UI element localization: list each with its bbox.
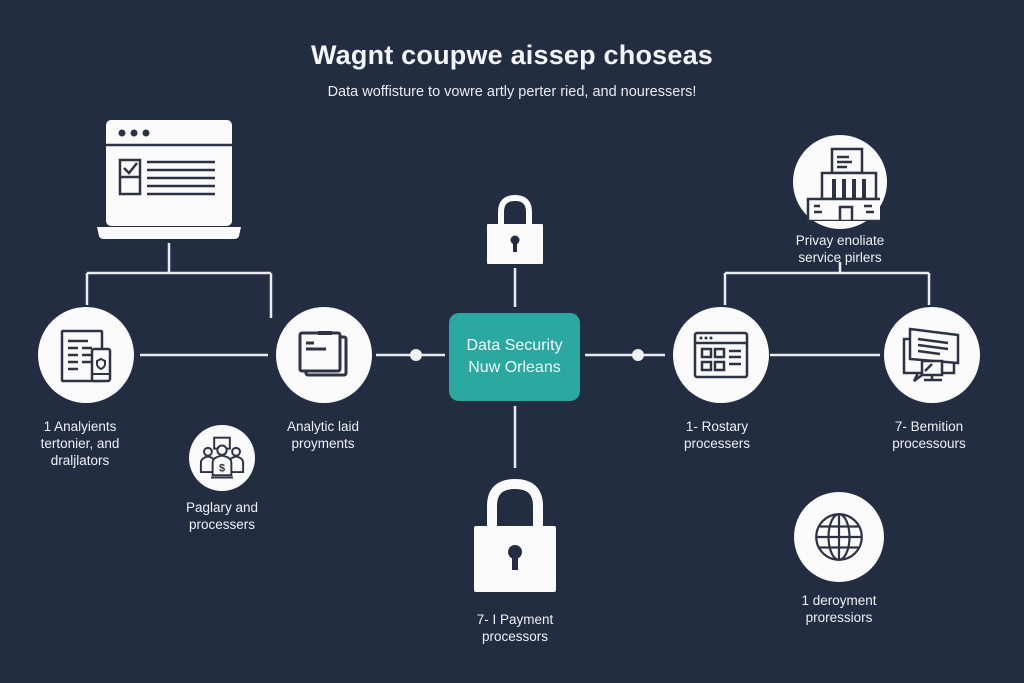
- people-money-icon: $: [199, 436, 245, 479]
- label-deployment: 1 deroyment proressiors: [801, 593, 877, 625]
- label-analytics: 1 Analyients tertonier, and draljlators: [40, 419, 120, 468]
- documents-icon: [298, 331, 348, 377]
- label-payment: 7- I Payment processors: [476, 612, 554, 644]
- node-documents[interactable]: [276, 307, 372, 403]
- monitor-docs-icon: [902, 327, 960, 382]
- node-privacy[interactable]: [793, 135, 887, 229]
- node-deployment[interactable]: [794, 492, 884, 582]
- node-payroll[interactable]: $: [189, 425, 255, 491]
- node-bemition[interactable]: [884, 307, 980, 403]
- padlock-icon-payment: [474, 478, 556, 592]
- hub-title-line1: Data Security: [466, 337, 563, 354]
- svg-text:$: $: [219, 462, 225, 474]
- connector-dot-left: [410, 349, 422, 361]
- globe-icon: [815, 513, 863, 561]
- label-payroll: Paglary and processers: [185, 500, 259, 532]
- hub-data-security[interactable]: Data Security Nuw Orleans: [449, 313, 580, 401]
- node-analytics[interactable]: [38, 307, 134, 403]
- diagram-subtitle: Data woffisture to vowre artly perter ri…: [327, 84, 697, 100]
- label-privacy: Privay enoliate service pirlers: [795, 233, 885, 265]
- building-icon: [806, 147, 880, 221]
- label-bemition: 7- Bemition processours: [892, 419, 966, 451]
- padlock-icon-top: [487, 194, 543, 264]
- label-documents: Analytic laid proyments: [286, 419, 360, 451]
- connector-dot-right: [632, 349, 644, 361]
- diagram-title: Wagnt coupwe aissep choseas: [310, 40, 713, 70]
- label-rostary: 1- Rostary processers: [683, 419, 751, 451]
- node-rostary[interactable]: [673, 307, 769, 403]
- laptop-checklist-icon: [97, 120, 241, 239]
- tablet-phone-icon: [60, 329, 112, 383]
- hub-title-line2: Nuw Orleans: [468, 359, 561, 376]
- web-app-icon: [693, 331, 749, 379]
